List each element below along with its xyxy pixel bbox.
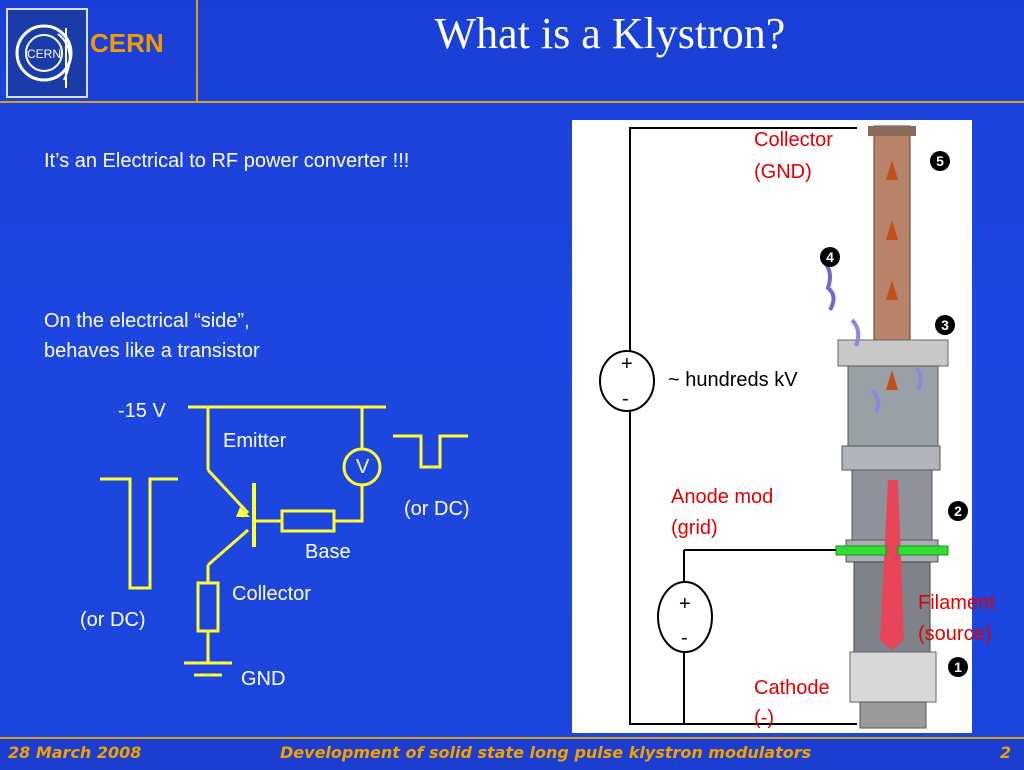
gnd-symbol	[184, 661, 232, 677]
hv-source	[599, 350, 655, 412]
grid-electrode-right	[897, 545, 949, 556]
cern-logo: CERN	[6, 8, 88, 98]
collector-resistor	[196, 581, 220, 633]
logo-text: CERN	[27, 47, 61, 61]
base-label: Base	[305, 541, 351, 563]
cathode-label-line2: (-)	[754, 707, 774, 729]
brand-name: CERN	[90, 28, 164, 58]
header-divider	[196, 0, 198, 102]
collector-arm	[207, 528, 249, 567]
filament-label-line2: (source)	[918, 623, 992, 645]
or-dc-right: (or DC)	[404, 498, 470, 520]
klystron-panel: 5 4 3 2 1	[572, 120, 972, 733]
collector-gnd-line1: Collector	[754, 129, 833, 151]
grid-minus: -	[681, 627, 688, 649]
grid-electrode-left	[835, 545, 887, 556]
marker-5-label: 5	[936, 153, 944, 169]
base-resistor	[280, 509, 336, 533]
anode-label-line2: (grid)	[671, 517, 718, 539]
klystron-diagram: 5 4 3 2 1	[599, 125, 968, 729]
marker-1-label: 1	[954, 659, 962, 675]
footer-date: 28 March 2008	[8, 743, 142, 762]
pulse-right	[393, 434, 468, 469]
base-return	[334, 485, 364, 523]
footer-bar	[0, 737, 1024, 770]
pulse-left	[100, 477, 178, 590]
emitter-label: Emitter	[223, 430, 287, 452]
collector-gnd-line2: (GND)	[754, 161, 812, 183]
marker-3	[935, 315, 955, 335]
intro-text: It’s an Electrical to RF power converter…	[44, 150, 410, 172]
hv-bottom-wire	[629, 410, 857, 725]
marker-3-label: 3	[941, 317, 949, 333]
hv-minus: -	[622, 388, 629, 410]
marker-1	[948, 657, 968, 677]
marker-2	[948, 501, 968, 521]
marker-5	[930, 151, 950, 171]
electron-beam	[880, 480, 904, 650]
voltage-label: -15 V	[118, 400, 166, 422]
or-dc-left: (or DC)	[80, 609, 146, 631]
side-text-line2: behaves like a transistor	[44, 340, 260, 362]
grid-plus: +	[679, 593, 691, 615]
grid-source	[657, 581, 713, 653]
marker-2-label: 2	[954, 503, 962, 519]
side-text-line1: On the electrical “side”,	[44, 310, 250, 332]
transistor-circuit	[100, 405, 468, 677]
collector-label: Collector	[232, 583, 311, 605]
footer-subject: Development of solid state long pulse kl…	[280, 743, 812, 762]
hv-plus: +	[621, 353, 633, 375]
emitter-arm	[206, 468, 250, 515]
meter-label: V	[356, 456, 370, 478]
rf-output-wave	[820, 258, 836, 311]
anode-label-line1: Anode mod	[671, 486, 774, 508]
hv-label: ~ hundreds kV	[668, 369, 798, 391]
gnd-label: GND	[241, 668, 286, 690]
cern-logo-icon: CERN	[15, 24, 73, 88]
hv-top-wire	[629, 127, 857, 352]
cathode-label-line1: Cathode	[754, 677, 830, 699]
marker-4	[820, 247, 840, 267]
marker-4-label: 4	[826, 249, 834, 265]
page-title: What is a Klystron?	[434, 9, 786, 58]
emitter-arrow	[236, 507, 250, 517]
page-number: 2	[1000, 743, 1012, 762]
header-rule	[0, 101, 1024, 103]
filament-label-line1: Filament	[918, 592, 995, 614]
